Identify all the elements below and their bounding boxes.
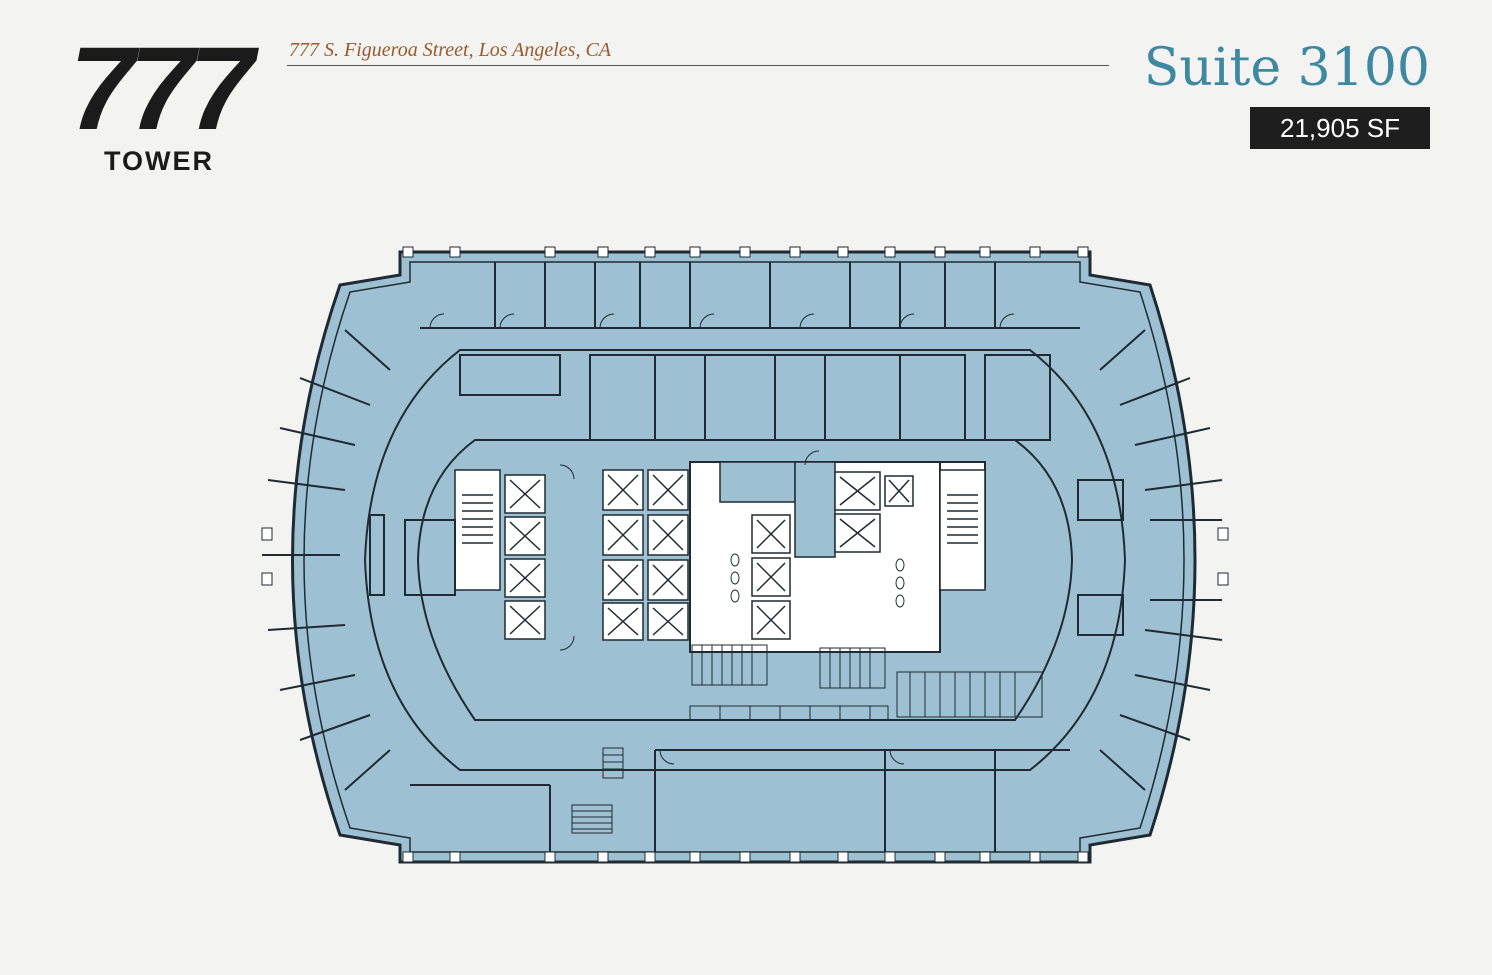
elevator-x-icon bbox=[504, 474, 546, 514]
stair-hatch-icon bbox=[571, 747, 624, 834]
elevator-x-icon bbox=[602, 559, 644, 601]
suite-area-badge: 21,905 SF bbox=[1250, 107, 1430, 149]
elevator-x-icon bbox=[751, 557, 791, 597]
stair-right bbox=[939, 469, 986, 591]
window-mullions bbox=[261, 246, 1229, 863]
elevator-x-icon bbox=[602, 469, 644, 511]
door-swing-icon bbox=[429, 313, 1015, 765]
elevator-x-icon bbox=[504, 558, 546, 598]
elevator-x-icon bbox=[602, 602, 644, 641]
elevator-x-icon bbox=[751, 600, 791, 640]
elevator-x-icon bbox=[834, 513, 881, 553]
elevator-x-icon bbox=[647, 469, 689, 511]
elevator-banks bbox=[504, 469, 914, 641]
right-offices bbox=[1099, 329, 1223, 791]
tower-logo: 777 TOWER bbox=[44, 30, 274, 177]
stair-left bbox=[454, 469, 501, 591]
upper-interior-rooms bbox=[459, 354, 1051, 441]
elevator-x-icon bbox=[647, 602, 689, 641]
reception-desks bbox=[369, 479, 1124, 636]
building-address: 777 S. Figueroa Street, Los Angeles, CA bbox=[289, 39, 612, 61]
suite-title: Suite 3100 bbox=[1143, 38, 1430, 98]
bottom-offices bbox=[410, 749, 1070, 852]
elevator-x-icon bbox=[647, 559, 689, 601]
restroom-fixtures bbox=[730, 553, 905, 608]
elevator-x-icon bbox=[834, 471, 881, 511]
logo-word: TOWER bbox=[104, 146, 214, 176]
elevator-x-icon bbox=[504, 516, 546, 556]
elevator-x-icon bbox=[647, 514, 689, 556]
elevator-x-icon bbox=[884, 475, 914, 507]
elevator-x-icon bbox=[602, 514, 644, 556]
header-divider bbox=[287, 65, 1109, 66]
top-offices bbox=[420, 262, 1080, 329]
left-offices bbox=[262, 329, 391, 791]
corridor-ring bbox=[363, 349, 1127, 771]
elevator-x-icon bbox=[504, 600, 546, 640]
logo-number: 777 bbox=[69, 23, 255, 155]
elevator-x-icon bbox=[751, 514, 791, 554]
storage-shelving bbox=[689, 644, 1043, 721]
